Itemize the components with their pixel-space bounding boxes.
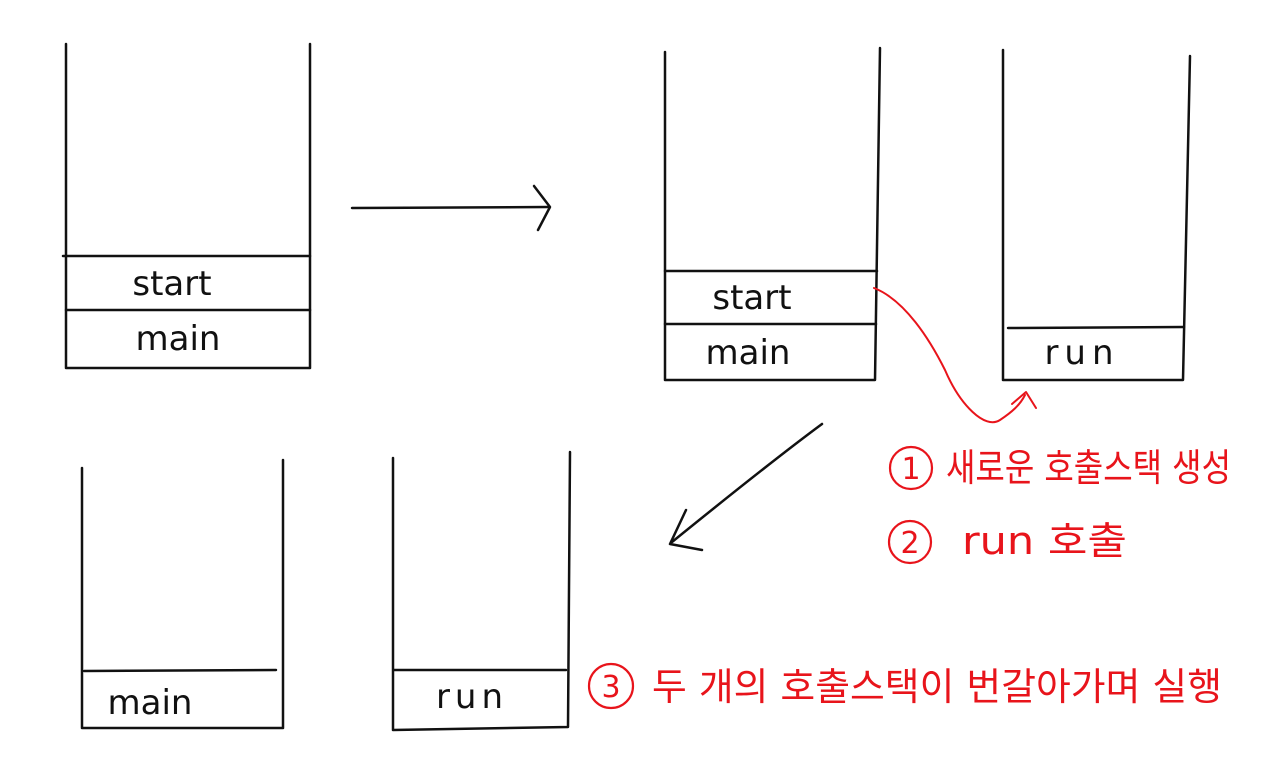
stack-5-frame-run: run <box>436 677 508 717</box>
stack-5 <box>391 450 572 732</box>
step-3-note: 3 두 개의 호출스택이 번갈아가며 실행 <box>587 662 1222 710</box>
stack-3-outline <box>1001 48 1192 382</box>
step-1-text: 새로운 호출스택 생성 <box>946 446 1231 490</box>
step-3-number: 3 <box>601 670 620 705</box>
stack-4-divider <box>82 668 278 673</box>
step-1-badge <box>888 445 934 491</box>
step-2-note: 2 run 호출 <box>887 519 1127 565</box>
stack-3 <box>1001 48 1192 382</box>
step-2-number: 2 <box>900 526 919 561</box>
step-2-text: run 호출 <box>962 519 1127 563</box>
call-arrow <box>873 287 1037 423</box>
stack-2-outline <box>663 46 882 382</box>
stack-1 <box>61 42 312 370</box>
stack-3-frame-run: run <box>1044 333 1119 373</box>
step-2-badge <box>887 519 933 565</box>
stack-2 <box>663 46 882 382</box>
stack-2-frame-main: main <box>706 333 791 373</box>
stack-1-frame-start: start <box>132 264 211 304</box>
step-1-note: 1 새로운 호출스택 생성 <box>888 445 1231 491</box>
stack-1-outline <box>64 42 312 370</box>
stack-2-frame-start: start <box>712 278 791 318</box>
stack-4 <box>80 458 285 730</box>
arrow-down-left <box>668 422 824 552</box>
step-3-badge <box>587 662 635 710</box>
arrow-right <box>350 184 552 232</box>
stack-4-frame-main: main <box>108 683 193 723</box>
stack-4-outline <box>80 458 285 730</box>
stack-5-outline <box>391 450 572 732</box>
stack-3-divider <box>1006 325 1186 330</box>
stack-1-frame-main: main <box>136 319 221 359</box>
step-3-text: 두 개의 호출스택이 번갈아가며 실행 <box>652 665 1222 709</box>
step-1-number: 1 <box>901 452 920 487</box>
